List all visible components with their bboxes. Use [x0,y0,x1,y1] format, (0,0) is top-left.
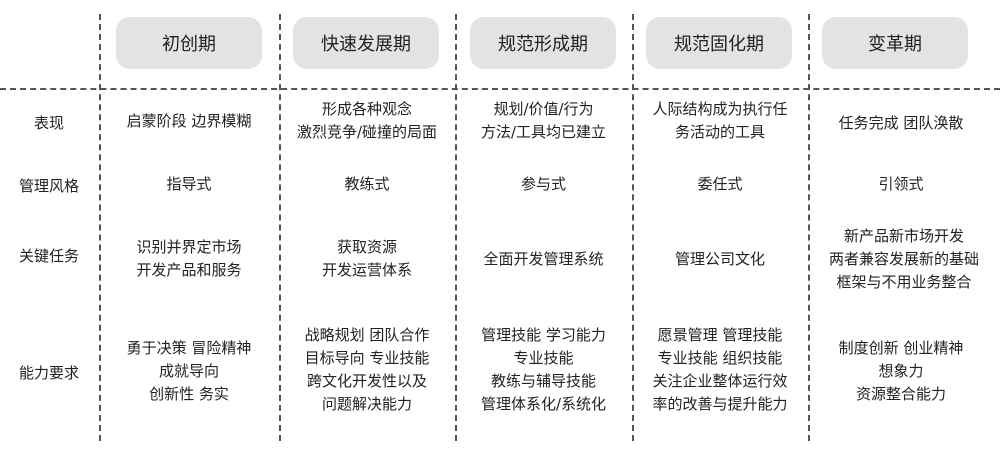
stage-header: 变革期 [822,17,968,69]
table-cell: 战略规划 团队合作 目标导向 专业技能 跨文化开发性以及 问题解决能力 [304,326,430,413]
table-cell: 启蒙阶段 边界模糊 [126,112,252,130]
row-label: 表现 [33,114,64,132]
column-divider [808,14,810,441]
stage-header: 规范固化期 [646,17,792,69]
table-cell: 管理公司文化 [674,250,765,268]
stage-header: 快速发展期 [293,17,439,69]
table-cell: 获取资源 开发运营体系 [321,238,412,279]
table-cell: 管理技能 学习能力 专业技能 教练与辅导技能 管理体系化/系统化 [480,326,607,413]
table-cell: 参与式 [520,175,566,193]
table-cell: 制度创新 创业精神 想象力 资源整合能力 [838,339,964,403]
table-cell: 形成各种观念 激烈竞争/碰撞的局面 [296,100,438,141]
table-cell: 新产品新市场开发 两者兼容发展新的基础 框架与不用业务整合 [828,227,979,291]
row-label: 管理风格 [18,177,79,195]
table-cell: 愿景管理 管理技能 专业技能 组织技能 关注企业整体运行效 率的改善与提升能力 [652,326,788,413]
stage-header: 初创期 [116,17,262,69]
table-cell: 规划/价值/行为 方法/工具均已建立 [480,100,607,141]
table-cell: 委任式 [697,175,743,193]
table-cell: 引领式 [878,175,924,193]
stage-header: 规范形成期 [470,17,616,69]
header-divider [0,88,1000,90]
table-cell: 人际结构成为执行任 务活动的工具 [652,100,788,141]
row-label: 能力要求 [18,364,79,382]
column-divider [455,14,457,441]
column-divider [279,14,281,441]
table-cell: 识别并界定市场 开发产品和服务 [136,238,242,279]
table-cell: 教练式 [344,175,390,193]
table-cell: 指导式 [166,175,212,193]
column-divider [99,14,101,441]
table-cell: 勇于决策 冒险精神 成就导向 创新性 务实 [126,339,252,403]
table-cell: 任务完成 团队涣散 [838,114,964,132]
table-cell: 全面开发管理系统 [483,250,604,268]
row-label: 关键任务 [18,247,79,265]
column-divider [632,14,634,441]
